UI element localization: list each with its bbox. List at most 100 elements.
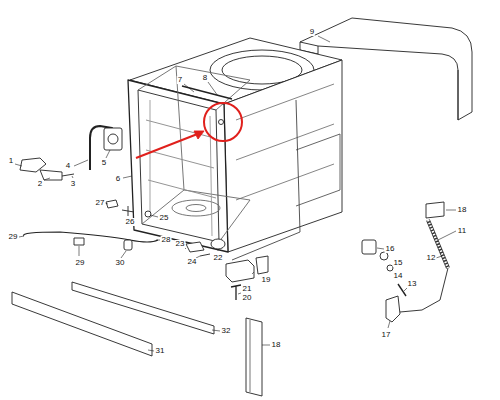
callout-number: 30 <box>115 259 126 267</box>
callout-number: 17 <box>381 331 392 339</box>
leader-line <box>74 160 88 166</box>
toe-strip <box>12 292 152 356</box>
screw <box>200 254 210 256</box>
nut <box>145 211 151 217</box>
callout-number: 13 <box>407 280 418 288</box>
callout-number: 4 <box>65 162 71 170</box>
leader-line <box>438 231 456 240</box>
bolt <box>122 206 134 216</box>
leader-line <box>212 330 220 331</box>
tub-ceiling <box>138 66 250 110</box>
connector <box>74 238 84 245</box>
leader-line <box>262 345 270 346</box>
cam <box>380 252 388 260</box>
clip <box>106 200 118 208</box>
leader-line <box>15 164 22 166</box>
leader-line <box>150 215 158 217</box>
side-strip <box>246 318 262 396</box>
leader-line <box>106 150 110 158</box>
callout-number: 16 <box>385 245 396 253</box>
callout-number: 15 <box>393 259 404 267</box>
callout-number: 24 <box>187 258 198 266</box>
highlight-circle <box>204 103 242 141</box>
leader-line <box>388 321 390 328</box>
tub-side-panel <box>296 134 340 206</box>
callout-number: 25 <box>159 214 170 222</box>
leader-line <box>123 176 132 178</box>
callout-number: 28 <box>161 236 172 244</box>
inlet <box>186 242 204 252</box>
callout-number: 8 <box>202 74 208 82</box>
leader-line <box>121 251 126 258</box>
wire-harness <box>24 232 158 242</box>
callout-number: 26 <box>125 218 136 226</box>
callout-number: 23 <box>175 240 186 248</box>
callout-number: 14 <box>393 272 404 280</box>
callout-number: 32 <box>221 327 232 335</box>
tub-side <box>224 60 342 252</box>
callout-number: 31 <box>155 347 166 355</box>
leader-line <box>238 293 241 294</box>
plate <box>256 256 268 274</box>
bracket <box>219 120 224 125</box>
callout-number: 3 <box>70 180 76 188</box>
bracket-box <box>226 260 254 282</box>
leader-line <box>318 36 330 42</box>
callout-number: 21 <box>242 285 253 293</box>
callout-number: 7 <box>177 76 183 84</box>
sump <box>186 205 206 212</box>
latch-body <box>40 170 62 180</box>
callout-number: 18 <box>457 206 468 214</box>
callout-number: 1 <box>8 157 14 165</box>
leader-line <box>377 248 384 249</box>
callout-number: 29 <box>75 259 86 267</box>
top-rail <box>182 86 232 99</box>
callout-number: 18 <box>271 341 282 349</box>
leader-line <box>156 240 160 241</box>
connector <box>124 240 132 250</box>
tub-floor <box>142 190 250 242</box>
side-strip-edge <box>250 320 251 392</box>
leader-line <box>148 350 154 351</box>
leader-line <box>184 84 194 92</box>
switch <box>362 240 376 254</box>
gasket <box>211 239 225 249</box>
sump <box>172 200 220 216</box>
leader-line <box>79 246 80 256</box>
leader-line <box>208 82 218 96</box>
callout-number: 12 <box>426 254 437 262</box>
callout-number: 20 <box>242 294 253 302</box>
callout-number: 11 <box>457 227 467 235</box>
rack-rails <box>146 120 216 198</box>
leader-line <box>72 176 73 178</box>
vent-cap <box>108 134 118 144</box>
leader-line <box>436 256 442 258</box>
spring-bracket <box>426 202 444 218</box>
callout-number: 29 <box>8 233 19 241</box>
callout-number: 27 <box>95 199 106 207</box>
callout-number: 5 <box>101 159 107 167</box>
callout-number: 9 <box>309 28 315 36</box>
vent <box>104 128 122 150</box>
screw <box>231 285 241 300</box>
leader-lines <box>15 36 456 351</box>
callout-number: 22 <box>213 254 224 262</box>
highlight-arrowhead <box>194 131 204 139</box>
screw <box>62 174 74 176</box>
callout-number: 19 <box>261 276 272 284</box>
inner-walls <box>150 100 212 236</box>
callout-number: 6 <box>115 175 121 183</box>
cover-edge <box>458 70 459 120</box>
leader-line <box>446 210 456 211</box>
cable <box>400 268 448 312</box>
leader-line <box>218 249 219 251</box>
highlight-arrow <box>136 133 200 158</box>
leader-line <box>44 178 50 180</box>
callout-number: 2 <box>37 180 43 188</box>
leader-line <box>19 236 24 237</box>
leader-line <box>252 272 254 274</box>
hinge <box>386 296 400 322</box>
